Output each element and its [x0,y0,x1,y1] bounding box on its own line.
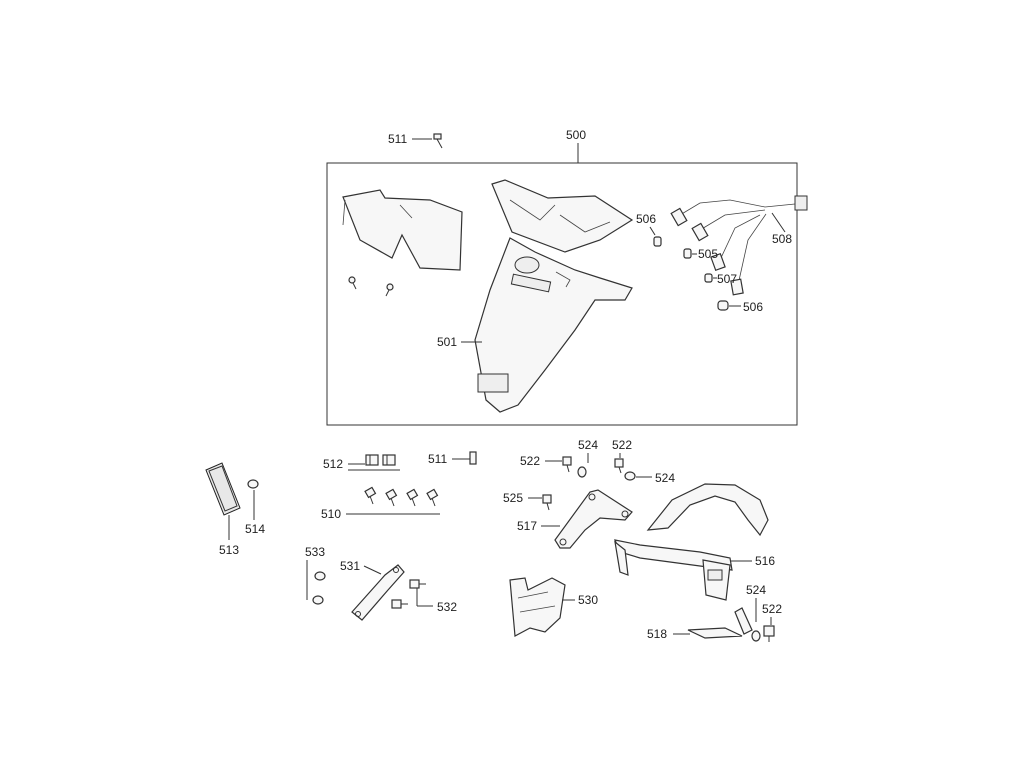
bolt-522-left [562,456,572,473]
bolt-522-top [614,458,624,474]
callout-501: 501 [437,335,457,349]
rear-fender-part [474,179,634,413]
side-cover-part [342,189,463,271]
callout-524-top: 524 [578,438,598,452]
washer-524-right [624,471,636,481]
hugger-516 [614,483,769,601]
callout-506-lower: 506 [743,300,763,314]
screw-cover-right [385,283,394,297]
bolts-532 [391,579,426,609]
callout-505: 505 [698,247,718,261]
callout-522-left: 522 [520,454,540,468]
washer-524-bottom [751,630,761,642]
callout-525: 525 [503,491,523,505]
callout-533: 533 [305,545,325,559]
nut-514 [247,479,259,489]
callout-532: 532 [437,600,457,614]
callout-514: 514 [245,522,265,536]
screw-511-top [433,133,443,149]
washers-533 [312,571,326,605]
bolt-522-bottom [763,625,775,642]
callout-510: 510 [321,507,341,521]
inner-guard-530 [509,577,566,637]
callout-518: 518 [647,627,667,641]
callout-522-top: 522 [612,438,632,452]
license-bracket-518 [687,607,753,639]
callout-524-bottom: 524 [746,583,766,597]
callout-531: 531 [340,559,360,573]
callout-522-bottom: 522 [762,602,782,616]
bulb-507 [704,273,713,283]
callout-500: 500 [566,128,586,142]
assembly-500-frame [326,162,798,426]
callout-507: 507 [717,272,737,286]
bolt-525 [542,494,552,511]
callout-511-lower: 511 [428,452,447,466]
plate-bracket-531 [351,564,405,621]
callout-516: 516 [755,554,775,568]
bulb-506-lower [717,300,729,311]
callout-511-top: 511 [388,132,407,146]
screw-511-lower [463,451,477,465]
callout-506-upper: 506 [636,212,656,226]
callout-530: 530 [578,593,598,607]
bulb-505 [683,248,692,259]
washer-524-top [577,466,587,478]
callout-513: 513 [219,543,239,557]
callout-517: 517 [517,519,537,533]
callout-508: 508 [772,232,792,246]
callout-512: 512 [323,457,343,471]
clip-512-a [365,454,379,466]
reflector-513 [205,462,241,516]
callout-524-right: 524 [655,471,675,485]
clip-512-b [382,454,396,466]
screws-510 [364,486,439,507]
bracket-517 [554,489,633,549]
screw-cover-left [348,276,357,290]
wiring-harness-part [670,195,808,296]
bulb-506-upper [653,236,662,247]
